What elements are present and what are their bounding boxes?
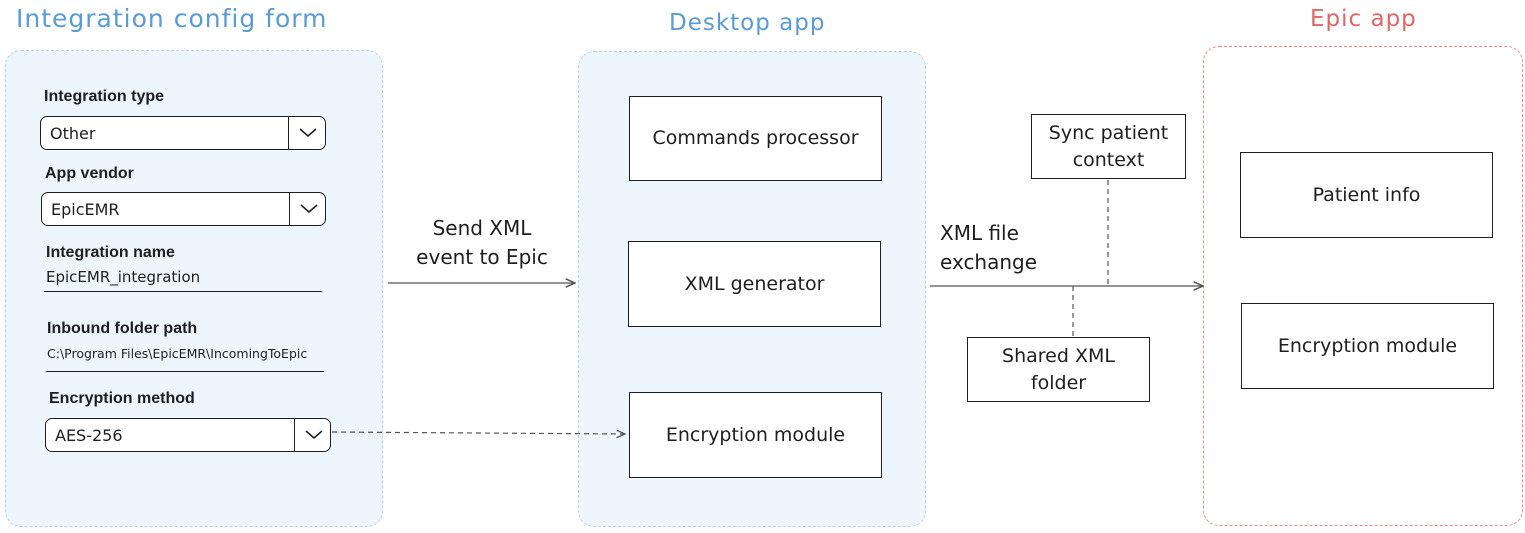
- send-xml-label: Send XML event to Epic: [416, 216, 548, 269]
- shared-xml-folder-box: Shared XML folder: [967, 337, 1150, 402]
- xml-file-exchange-label: XML file exchange: [940, 221, 1038, 274]
- desktop-encryption-module-box: Encryption module: [629, 392, 882, 478]
- integration-type-label: Integration type: [44, 88, 165, 105]
- sync-patient-context-box: Sync patient context: [1031, 114, 1186, 179]
- chevron-down-icon[interactable]: [290, 193, 327, 225]
- section-title-epic-app: Epic app: [1310, 6, 1417, 32]
- inbound-folder-underline: [46, 371, 324, 372]
- commands-processor-box: Commands processor: [629, 96, 882, 181]
- app-vendor-select[interactable]: EpicEMR: [41, 192, 326, 226]
- encryption-method-value: AES-256: [55, 425, 123, 445]
- section-title-config-form: Integration config form: [16, 4, 328, 33]
- encryption-link-arrow: [331, 432, 625, 434]
- epic-encryption-module-box: Encryption module: [1241, 303, 1494, 389]
- inbound-folder-label: Inbound folder path: [47, 320, 198, 337]
- chevron-down-icon[interactable]: [289, 117, 327, 149]
- chevron-down-icon[interactable]: [295, 419, 332, 451]
- inbound-folder-input[interactable]: C:\Program Files\EpicEMR\IncomingToEpic: [47, 346, 308, 361]
- integration-name-underline: [44, 291, 322, 292]
- integration-type-select[interactable]: Other: [40, 116, 326, 150]
- xml-generator-box: XML generator: [628, 241, 881, 327]
- integration-name-label: Integration name: [46, 244, 175, 261]
- app-vendor-value: EpicEMR: [51, 199, 120, 219]
- integration-name-input[interactable]: EpicEMR_integration: [46, 268, 201, 286]
- section-title-desktop-app: Desktop app: [669, 10, 826, 36]
- integration-type-value: Other: [50, 123, 96, 143]
- app-vendor-label: App vendor: [45, 165, 134, 182]
- encryption-method-label: Encryption method: [49, 390, 195, 407]
- patient-info-box: Patient info: [1240, 152, 1493, 238]
- encryption-method-select[interactable]: AES-256: [45, 418, 331, 452]
